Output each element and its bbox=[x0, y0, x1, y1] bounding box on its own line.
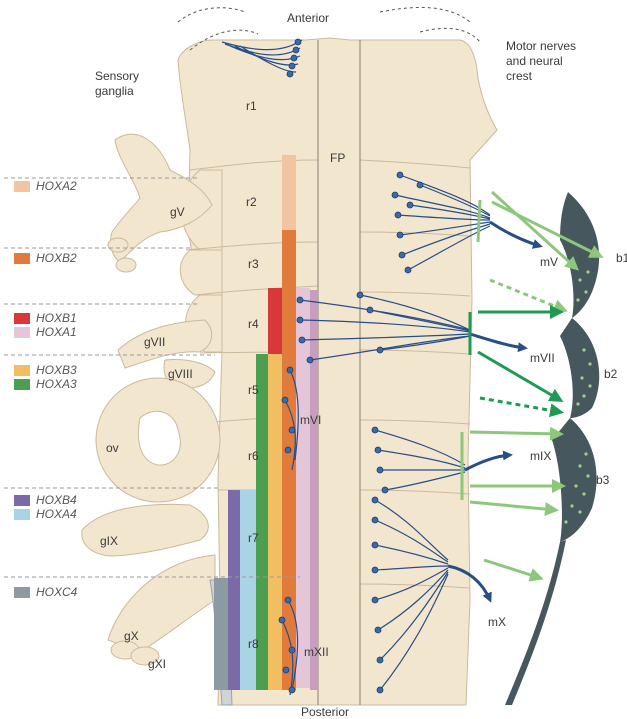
motor-nucleus-mxii: mXII bbox=[304, 645, 329, 659]
label-sensory-2: ganglia bbox=[95, 84, 134, 98]
bar-hoxc4 bbox=[214, 578, 228, 690]
legend-label-hoxa3: HOXA3 bbox=[36, 377, 77, 391]
ganglion-label-gix: gIX bbox=[100, 534, 118, 548]
motor-nucleus-mvi: mVI bbox=[300, 413, 321, 427]
arch-b2 bbox=[560, 318, 599, 418]
ganglion-gIX bbox=[82, 504, 209, 556]
legend-label-hoxb4: HOXB4 bbox=[36, 493, 77, 507]
r3-bulge bbox=[180, 250, 222, 295]
bar-hoxa4 bbox=[240, 490, 256, 690]
arch-labels: b1 b2 b3 bbox=[596, 251, 627, 487]
label-anterior: Anterior bbox=[287, 11, 329, 25]
bar-hoxb2-lower bbox=[282, 290, 296, 690]
legend-swatch-hoxa4 bbox=[14, 509, 30, 520]
rhombomere-r4: r4 bbox=[248, 317, 259, 331]
legend-label-hoxb2: HOXB2 bbox=[36, 251, 77, 265]
rhombomere-r6: r6 bbox=[248, 449, 259, 463]
label-posterior: Posterior bbox=[301, 705, 349, 719]
legend-swatch-hoxb1 bbox=[14, 313, 30, 324]
motor-nerve-mv: mV bbox=[540, 255, 558, 269]
rhombomere-r1: r1 bbox=[246, 99, 257, 113]
ganglion-label-gv: gV bbox=[170, 205, 185, 219]
label-motor-2: and neural bbox=[506, 54, 563, 68]
motor-nerve-mx: mX bbox=[488, 615, 506, 629]
rhombomere-r5: r5 bbox=[248, 383, 259, 397]
legend-label-hoxc4: HOXC4 bbox=[36, 585, 78, 599]
rhombomere-r3: r3 bbox=[248, 257, 259, 271]
arch-label-b2: b2 bbox=[604, 367, 618, 381]
label-floor-plate: FP bbox=[330, 151, 345, 165]
ganglion-label-gxi: gXI bbox=[148, 657, 166, 671]
bar-hoxb2 bbox=[282, 230, 296, 290]
rhombomere-r8: r8 bbox=[248, 637, 259, 651]
legend-swatch-hoxb4 bbox=[14, 495, 30, 506]
bar-hoxb1 bbox=[268, 288, 282, 354]
bar-hoxb3 bbox=[268, 354, 282, 690]
label-motor-1: Motor nerves bbox=[506, 39, 576, 53]
legend-label-hoxb1: HOXB1 bbox=[36, 311, 77, 325]
arch-b1 bbox=[560, 192, 599, 318]
legend-swatch-hoxa2 bbox=[14, 181, 30, 192]
arch-label-b1: b1 bbox=[616, 251, 627, 265]
ganglion-label-gvii: gVII bbox=[144, 335, 165, 349]
bar-hoxa2 bbox=[282, 155, 296, 230]
rhombomere-r7: r7 bbox=[248, 531, 259, 545]
arch-tail bbox=[505, 540, 566, 705]
ganglion-label-gviii: gVIII bbox=[168, 367, 193, 381]
legend-label-hoxb3: HOXB3 bbox=[36, 363, 77, 377]
arch-b3 bbox=[552, 418, 597, 542]
motor-nerve-mix: mIX bbox=[530, 449, 551, 463]
legend-swatch-hoxa1 bbox=[14, 327, 30, 338]
label-sensory-1: Sensory bbox=[95, 69, 139, 83]
legend-swatch-hoxc4 bbox=[14, 587, 30, 598]
legend-label-hoxa4: HOXA4 bbox=[36, 507, 77, 521]
ganglion-label-gx: gX bbox=[124, 629, 139, 643]
bar-hoxb4 bbox=[228, 490, 240, 690]
label-motor-3: crest bbox=[506, 69, 533, 83]
legend-label-hoxa2: HOXA2 bbox=[36, 179, 77, 193]
bar-hoxa1 bbox=[296, 288, 310, 688]
motor-nerve-mvii: mVII bbox=[530, 351, 555, 365]
legend-swatch-hoxb3 bbox=[14, 365, 30, 376]
arch-label-b3: b3 bbox=[596, 473, 610, 487]
rhombomere-r2: r2 bbox=[246, 195, 257, 209]
legend-swatch-hoxb2 bbox=[14, 253, 30, 264]
hox-legend: HOXA2HOXB2HOXB1HOXA1HOXB3HOXA3HOXB4HOXA4… bbox=[14, 179, 78, 599]
label-otic-vesicle: ov bbox=[106, 441, 119, 455]
legend-swatch-hoxa3 bbox=[14, 379, 30, 390]
legend-label-hoxa1: HOXA1 bbox=[36, 325, 77, 339]
